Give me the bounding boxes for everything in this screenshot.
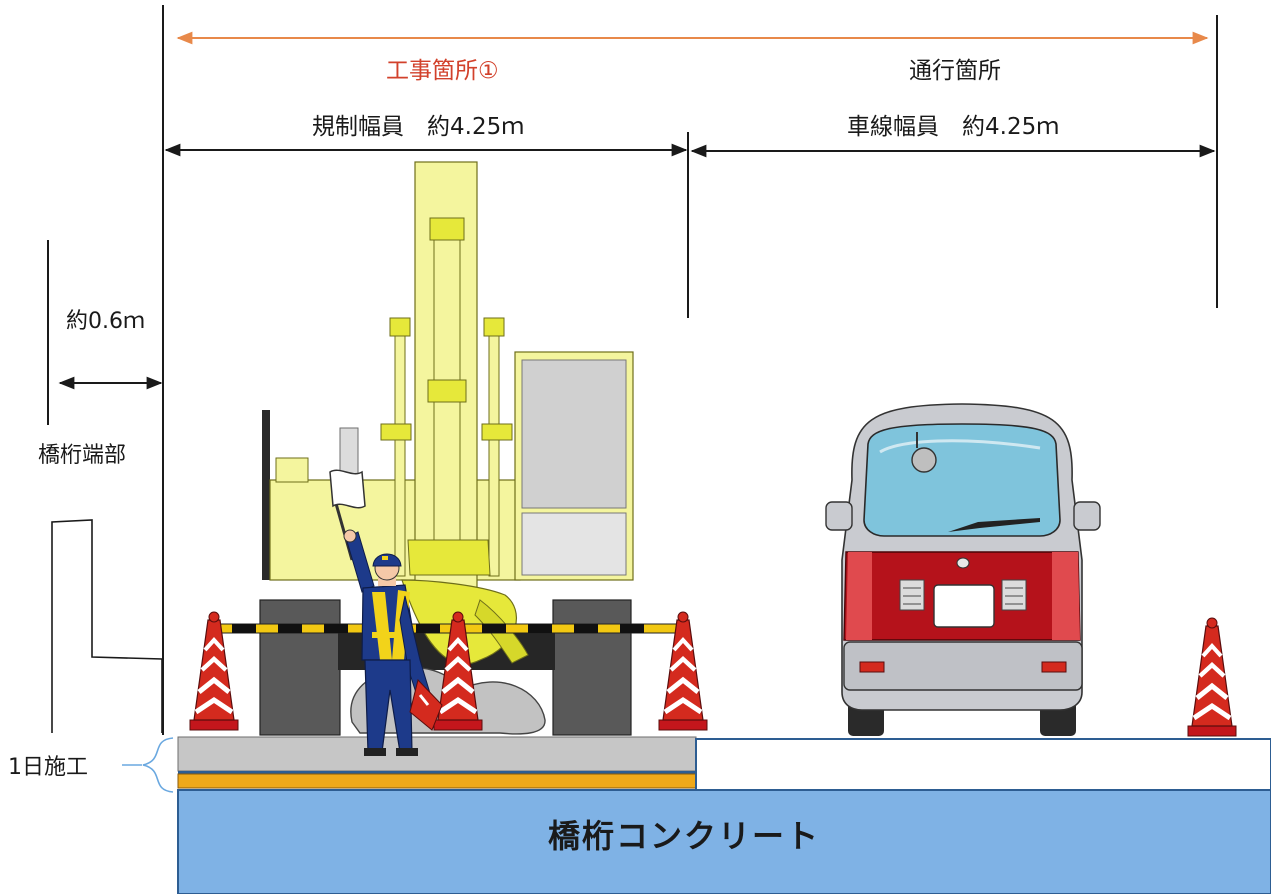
girder-edge-label: 橋桁端部: [38, 443, 127, 468]
flagman: [329, 469, 443, 756]
girder-concrete-label: 橋桁コンクリート: [548, 817, 821, 855]
van-rear: [825, 403, 1101, 736]
one-day-work-label: 1日施工: [8, 755, 88, 780]
traffic-cone-4: [1188, 618, 1236, 736]
lane-width-label: 車線幅員 約4.25ｍ: [847, 114, 1060, 140]
edge-distance-label: 約0.6ｍ: [66, 309, 145, 334]
work-section-title: 工事箇所①: [386, 58, 499, 84]
passage-section-title: 通行箇所: [909, 58, 1001, 84]
girder-concrete: [177, 789, 1271, 894]
dimension-lines: [47, 5, 1218, 735]
regulation-width-label: 規制幅員 約4.25ｍ: [312, 114, 525, 140]
girder-edge-outline: [51, 519, 163, 733]
excavator: [259, 161, 634, 736]
barrier-bar: [213, 623, 685, 634]
pavement-work-area: [177, 736, 697, 772]
asphalt-stripe: [177, 773, 697, 789]
one-day-bracket: [142, 737, 174, 793]
pavement-lane: [695, 738, 1271, 791]
blue-layer: [178, 771, 696, 774]
